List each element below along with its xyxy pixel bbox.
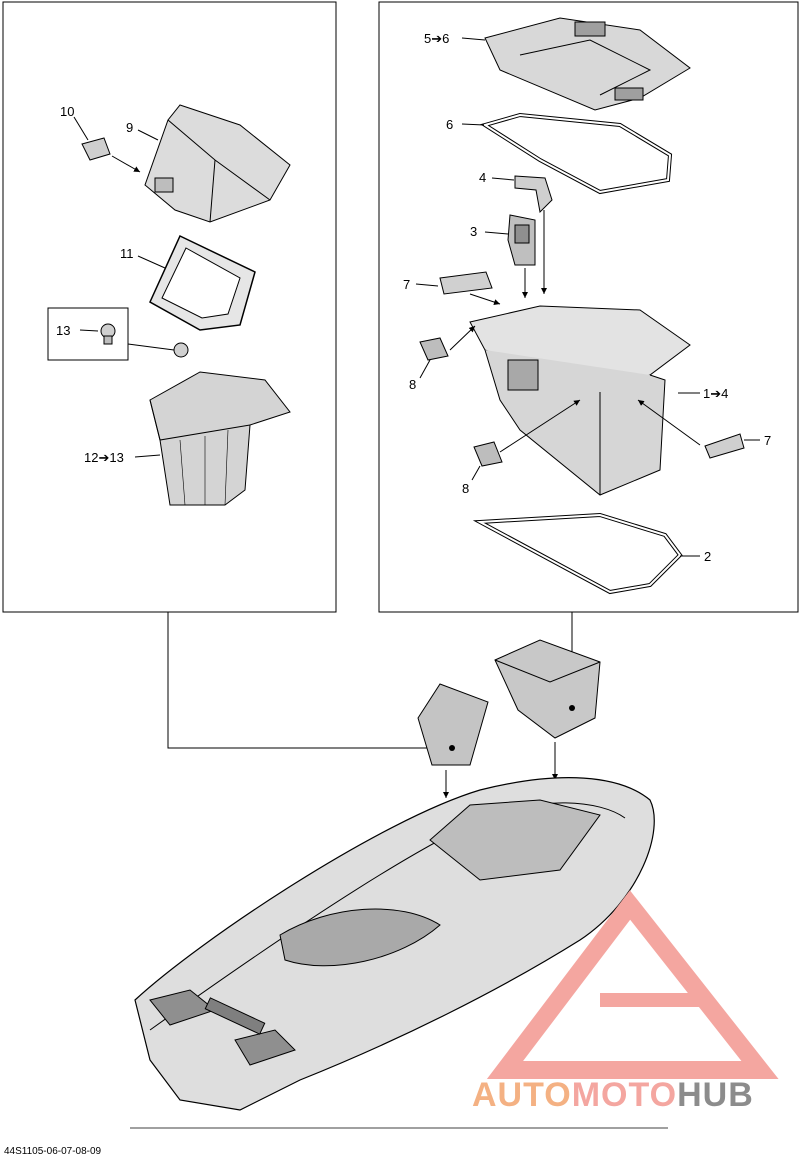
part-4-strap[interactable] xyxy=(514,175,553,214)
arrow-10 xyxy=(111,155,141,173)
leader-7-upper xyxy=(415,283,439,287)
callout-3: 3 xyxy=(470,224,477,239)
callout-11: 11 xyxy=(120,246,134,261)
part-3-latch[interactable] xyxy=(507,214,536,266)
part-11-gasket[interactable] xyxy=(149,234,256,331)
callout-7-lower: 7 xyxy=(764,433,771,448)
callout-7-upper: 7 xyxy=(403,277,410,292)
part-13-fastener[interactable] xyxy=(100,323,116,345)
watermark-part-hub: HUB xyxy=(677,1076,754,1114)
callout-13: 13 xyxy=(56,323,70,338)
diagram-code: 44S1105-06-07-08-09 xyxy=(4,1146,102,1157)
leader-10 xyxy=(73,116,89,141)
part-7-trim-lower[interactable] xyxy=(704,433,745,459)
callout-9: 9 xyxy=(126,120,133,135)
watermark-part-auto: AUTO xyxy=(472,1076,572,1114)
watermark-logo xyxy=(486,890,779,1079)
leader-9 xyxy=(137,129,159,141)
leader-8-lower xyxy=(471,465,481,481)
storage-bin-assembly[interactable] xyxy=(494,639,601,739)
callout-10: 10 xyxy=(60,104,74,119)
part-7-trim-upper[interactable] xyxy=(439,271,493,295)
leader-11 xyxy=(137,255,166,269)
leader-3 xyxy=(484,231,509,235)
part-9-lid[interactable] xyxy=(144,104,291,223)
callout-2: 2 xyxy=(704,549,711,564)
watercraft-hull xyxy=(134,777,655,1111)
leader-12 xyxy=(134,454,161,458)
leader-13 xyxy=(79,329,99,332)
part-10-clip[interactable] xyxy=(81,137,111,161)
part-6-lid-gasket[interactable] xyxy=(480,112,673,195)
part-13-inset-frame xyxy=(47,307,129,361)
part-2-bin-gasket[interactable] xyxy=(472,512,683,595)
leader-5-6 xyxy=(461,37,486,41)
arrow-7-upper xyxy=(469,293,501,305)
callout-1-4: 1➔4 xyxy=(703,386,728,401)
part-8-hinge-lower[interactable] xyxy=(473,441,503,467)
part-12-glove-box[interactable] xyxy=(149,371,291,506)
leader-8-upper xyxy=(419,359,431,379)
part-8-hinge-upper[interactable] xyxy=(419,337,449,361)
callout-4: 4 xyxy=(479,170,486,185)
arrow-8-upper xyxy=(449,325,476,351)
watermark-wordmark: AUTOMOTOHUB xyxy=(472,1076,754,1115)
glove-box-assembly[interactable] xyxy=(417,683,489,766)
arrow-8-lower xyxy=(499,399,581,453)
leader-6 xyxy=(461,123,485,126)
right-panel-frame xyxy=(378,1,799,613)
watermark-part-moto: MOTO xyxy=(571,1076,678,1114)
callout-8-upper: 8 xyxy=(409,377,416,392)
part-13-location xyxy=(173,342,189,358)
part-5-storage-lid[interactable] xyxy=(484,17,691,111)
callout-12-13: 12➔13 xyxy=(84,450,124,465)
connector-left-panel xyxy=(167,612,430,749)
leader-13-inset xyxy=(127,343,175,351)
callout-5-6: 5➔6 xyxy=(424,31,449,46)
arrow-7-lower xyxy=(637,399,701,446)
callout-8-lower: 8 xyxy=(462,481,469,496)
left-panel-frame xyxy=(2,1,337,613)
leader-4 xyxy=(491,177,515,181)
callout-6: 6 xyxy=(446,117,453,132)
part-1-storage-bin[interactable] xyxy=(469,305,691,496)
